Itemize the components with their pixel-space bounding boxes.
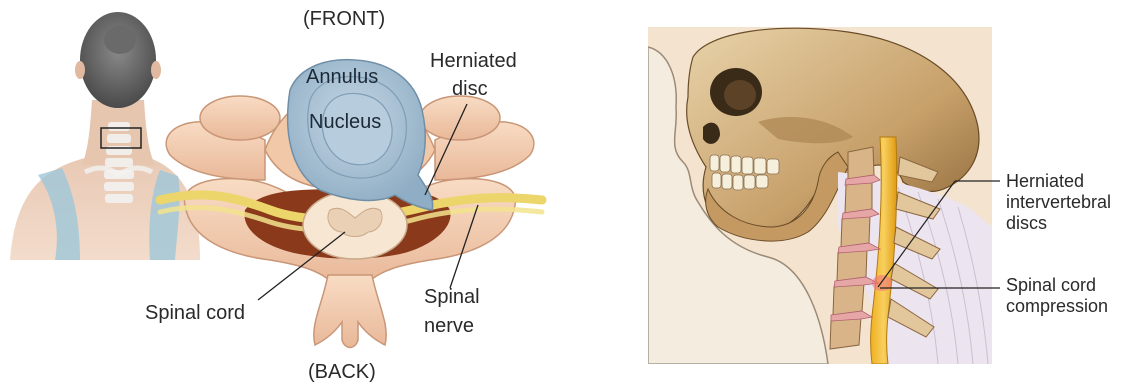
spinal-nerve-label-line2: nerve (424, 315, 474, 338)
lateral-neck-panel (648, 27, 992, 364)
spinal-nerve-label-line1: Spinal (424, 286, 480, 309)
spinal-cord-label: Spinal cord (145, 302, 245, 325)
herniated-discs-label-line2: intervertebral (1006, 192, 1111, 213)
nucleus-label: Nucleus (309, 111, 381, 134)
back-label: (BACK) (308, 361, 376, 384)
herniated-discs-label-line1: Herniated (1006, 171, 1084, 192)
front-label: (FRONT) (303, 8, 385, 31)
compression-label-line1: Spinal cord (1006, 275, 1096, 296)
compression-label-line2: compression (1006, 296, 1108, 317)
herniated-discs-label-line3: discs (1006, 213, 1047, 234)
annulus-label: Annulus (306, 66, 378, 89)
herniated-disc-label-line2: disc (452, 78, 488, 101)
herniated-disc-label-line1: Herniated (430, 50, 517, 73)
lateral-neck-illustration (648, 27, 992, 364)
